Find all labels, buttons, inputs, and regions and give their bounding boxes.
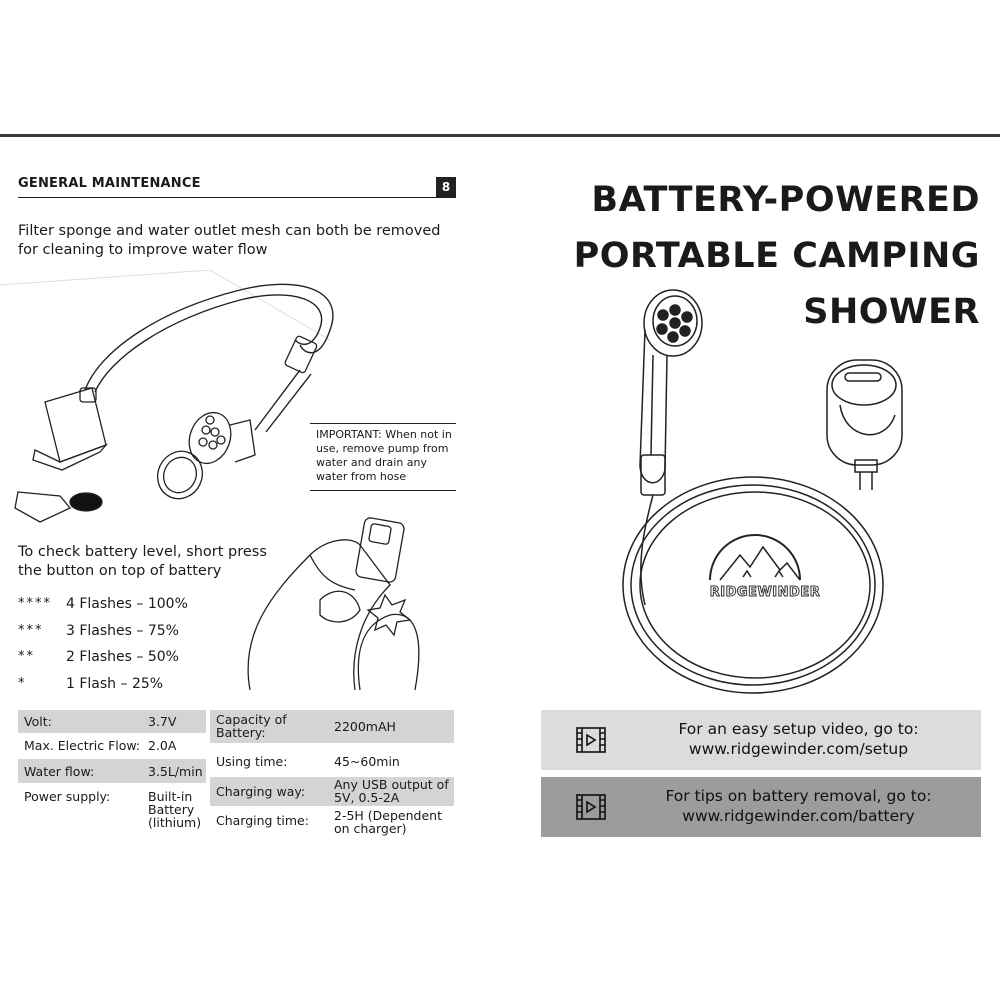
flash-stars: **** [18, 596, 52, 611]
spec-table-right: Capacity of Battery: 2200mAH Using time:… [210, 710, 454, 836]
spec-value: 2.0A [148, 738, 177, 753]
flash-stars: * [18, 675, 27, 691]
important-note-box: IMPORTANT: When not in use, remove pump … [310, 423, 456, 491]
spec-label: Water flow: [24, 764, 95, 779]
battery-tips-link-box[interactable]: For tips on battery removal, go to: www.… [541, 777, 981, 837]
filter-instructions: Filter sponge and water outlet mesh can … [18, 223, 441, 258]
important-note: IMPORTANT: When not in use, remove pump … [316, 428, 452, 483]
spec-row: Power supply: Built-in Battery (lithium) [18, 785, 206, 836]
link-line: For an easy setup video, go to: [678, 720, 919, 738]
title-line: SHOWER [803, 292, 980, 332]
spec-row: Charging way: Any USB output of 5V, 0.5-… [210, 777, 454, 806]
top-divider [0, 134, 1000, 137]
link-url[interactable]: www.ridgewinder.com/battery [682, 807, 915, 825]
spec-row: Charging time: 2-5H (Dependent on charge… [210, 808, 454, 836]
flash-stars: ** [18, 649, 35, 664]
spec-value: 2-5H (Dependent on charger) [334, 808, 442, 836]
brand-logo-text: RIDGEWINDER [709, 585, 821, 601]
spec-label: Charging way: [216, 784, 306, 799]
title-line: PORTABLE CAMPING [573, 236, 980, 276]
spec-label: Volt: [24, 714, 52, 729]
spec-row: Using time: 45~60min [210, 747, 454, 775]
maintenance-illustration [0, 270, 334, 523]
section-title: GENERAL MAINTENANCE [18, 176, 201, 191]
spec-label: Using time: [216, 754, 288, 769]
spec-value: 45~60min [334, 754, 400, 769]
setup-video-link[interactable]: For an easy setup video, go to: www.ridg… [621, 719, 976, 759]
spec-label: Power supply: [24, 789, 111, 804]
video-icon [576, 727, 606, 753]
spec-label: Max. Electric Flow: [24, 738, 141, 753]
flash-label: 3 Flashes – 75% [66, 622, 179, 639]
video-icon [576, 794, 606, 820]
flash-stars: *** [18, 622, 44, 638]
link-line: For tips on battery removal, go to: [665, 787, 932, 805]
battery-button-illustration [247, 517, 420, 691]
title-line: BATTERY-POWERED [591, 180, 980, 220]
battery-tips-link[interactable]: For tips on battery removal, go to: www.… [621, 786, 976, 826]
flash-label: 2 Flashes – 50% [66, 649, 179, 665]
product-title: BATTERY-POWERED PORTABLE CAMPING SHOWER [520, 172, 980, 340]
spec-row: Capacity of Battery: 2200mAH [210, 710, 454, 743]
link-url[interactable]: www.ridgewinder.com/setup [688, 740, 909, 758]
battery-check-instructions: To check battery level, short press the … [18, 544, 267, 579]
spec-label: Capacity of Battery: [216, 712, 287, 740]
spec-label: Charging time: [216, 813, 309, 828]
spec-value: 3.7V [148, 714, 177, 729]
spec-value: Any USB output of 5V, 0.5-2A [334, 777, 449, 805]
spec-table-left: Volt: 3.7V Max. Electric Flow: 2.0A Wate… [18, 710, 206, 836]
spec-value: 2200mAH [334, 719, 396, 734]
spec-row: Water flow: 3.5L/min [18, 759, 206, 783]
spec-value: 3.5L/min [148, 764, 203, 779]
spec-row: Max. Electric Flow: 2.0A [18, 733, 206, 757]
shower-product-illustration [622, 289, 903, 694]
flash-label: 1 Flash – 25% [66, 675, 164, 692]
section-rule [18, 197, 436, 198]
spec-value: Built-in Battery (lithium) [148, 789, 202, 830]
flash-label: 4 Flashes – 100% [66, 596, 188, 612]
spec-row: Volt: 3.7V [18, 710, 206, 733]
setup-video-link-box[interactable]: For an easy setup video, go to: www.ridg… [541, 710, 981, 770]
page-number: 8 [436, 177, 456, 198]
